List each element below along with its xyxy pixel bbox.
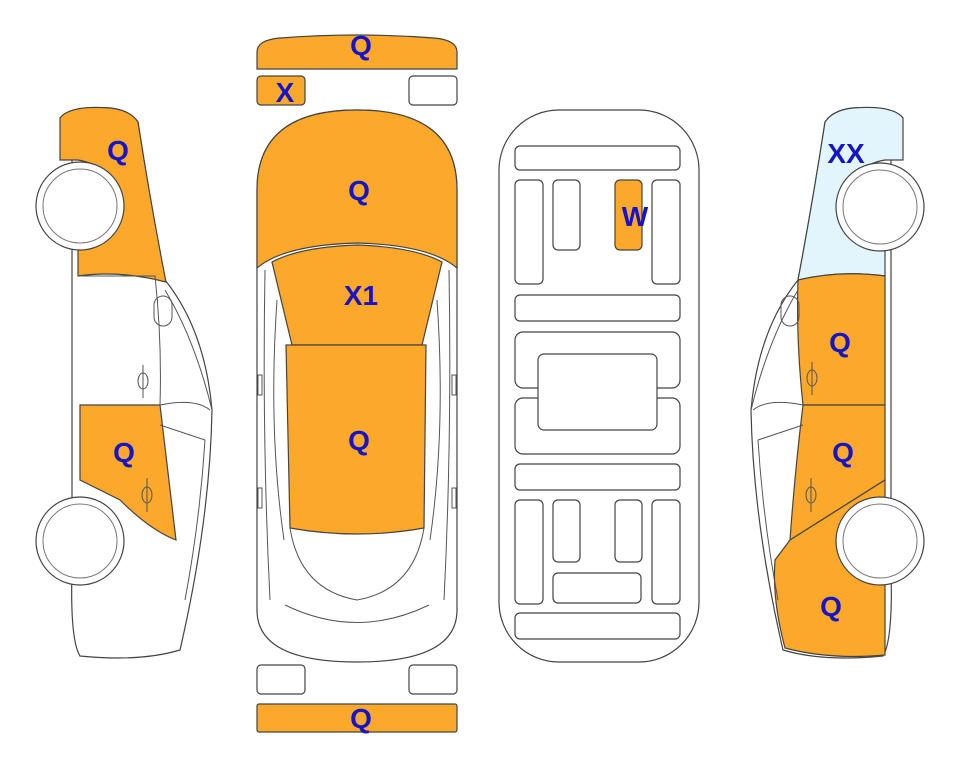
front-right-lamp-panel[interactable]	[408, 75, 458, 106]
rear-right-lamp-panel[interactable]	[408, 664, 458, 695]
left-front-wheel-icon	[35, 161, 125, 251]
rear-left-lamp-panel[interactable]	[256, 664, 306, 695]
hood-label: Q	[348, 175, 370, 206]
rear-bumper-panel[interactable]	[256, 703, 458, 733]
left-rear-wheel-icon	[35, 496, 125, 586]
front-left-lamp-panel[interactable]	[256, 75, 306, 106]
left-rear-door-handle-icon	[141, 478, 153, 512]
right-side-view	[750, 106, 925, 659]
top-view	[256, 34, 458, 733]
windshield-label: X1	[344, 280, 378, 311]
right-front-fender-label: XX	[827, 138, 865, 169]
underbody-view	[498, 109, 700, 663]
roof-label: Q	[348, 425, 370, 456]
damage-labels: Q X Q X1 Q Q Q Q W XX Q Q Q	[107, 30, 865, 734]
left-rear-door-panel[interactable]	[79, 404, 177, 541]
front-bumper-panel[interactable]	[256, 34, 458, 70]
right-rear-door-handle-icon	[805, 478, 817, 512]
right-front-door-handle-icon	[806, 362, 818, 395]
underbody-part-label: W	[622, 201, 649, 232]
right-rear-door-label: Q	[832, 437, 854, 468]
left-side-view	[35, 106, 213, 659]
right-rear-wheel-icon	[835, 496, 925, 586]
left-front-door-handle-icon	[137, 365, 149, 398]
right-front-door-label: Q	[829, 327, 851, 358]
front-left-lamp-label: X	[276, 77, 295, 108]
hood-panel[interactable]	[256, 109, 458, 270]
rear-bumper-label: Q	[350, 703, 372, 734]
right-rear-quarter-label: Q	[820, 591, 842, 622]
left-rear-door-label: Q	[113, 437, 135, 468]
underbody-part-panel[interactable]	[614, 179, 643, 251]
front-bumper-label: Q	[350, 30, 372, 61]
right-front-wheel-icon	[835, 162, 925, 252]
left-front-fender-label: Q	[107, 135, 129, 166]
windshield-panel[interactable]	[271, 244, 443, 346]
